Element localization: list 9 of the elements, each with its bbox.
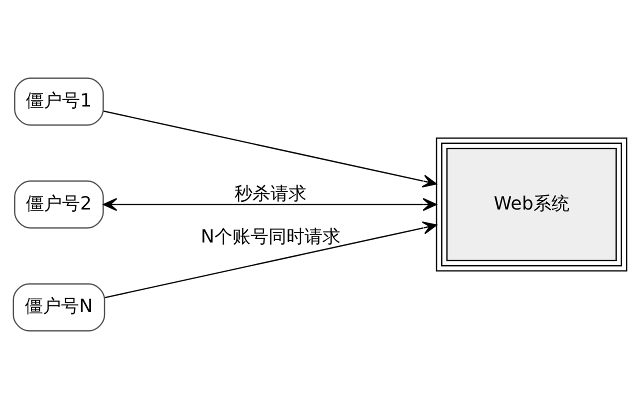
arrow: [104, 220, 437, 298]
node-box: Web系统: [436, 136, 628, 272]
node-box: 僵户号1: [14, 77, 104, 126]
arrow: [102, 197, 437, 211]
node-box: 僵户号2: [14, 180, 104, 228]
arrow: [103, 110, 437, 188]
edge-label: 秒杀请求: [234, 183, 307, 204]
edge-label: N个账号同时请求: [200, 226, 340, 248]
node-box: 僵户号N: [12, 282, 106, 331]
